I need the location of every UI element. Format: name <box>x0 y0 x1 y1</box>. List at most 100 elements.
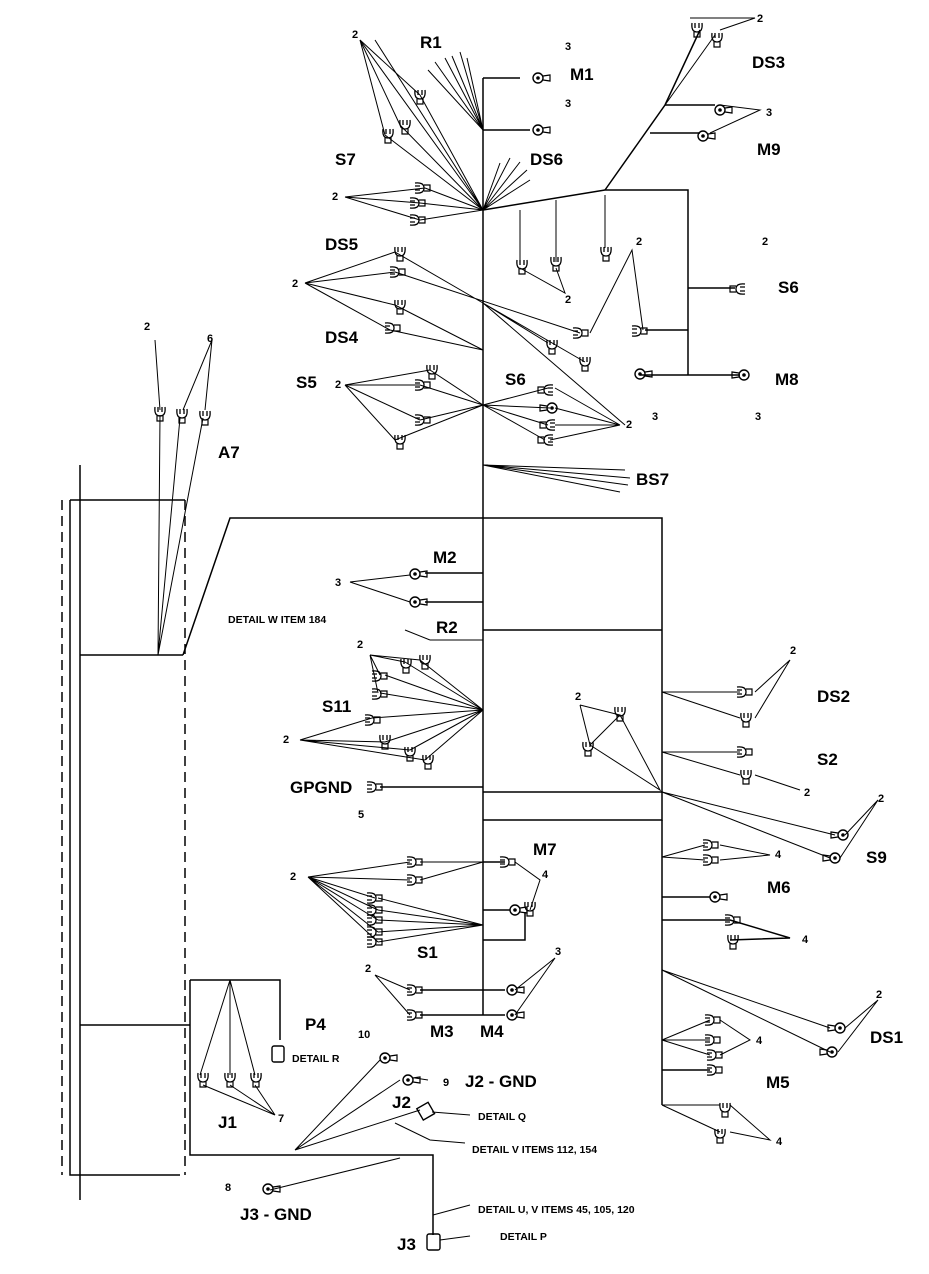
callout: 2 <box>144 321 150 333</box>
detail-labels: DETAIL W ITEM 184 DETAIL R DETAIL Q DETA… <box>228 614 635 1243</box>
ds2-s2-s9 <box>579 659 879 859</box>
m1-terminal-a <box>532 72 551 84</box>
callout-numbers: 2 3 3 2 3 2 2 2 2 2 2 2 3 3 2 6 3 2 2 5 … <box>144 13 884 1194</box>
j3-connector <box>426 1233 441 1251</box>
m6-group <box>661 820 791 1105</box>
label-s11: S11 <box>322 697 351 716</box>
detail-p: DETAIL P <box>500 1231 547 1243</box>
detail-q: DETAIL Q <box>478 1111 526 1123</box>
callout: 2 <box>365 963 371 975</box>
callout: 2 <box>626 419 632 431</box>
detail-w: DETAIL W ITEM 184 <box>228 614 326 626</box>
label-s6-mid: S6 <box>505 370 526 389</box>
callout: 2 <box>357 639 363 651</box>
s1-m7 <box>307 861 541 943</box>
callout: 4 <box>756 1035 763 1047</box>
s7-fan <box>344 39 531 221</box>
callout: 3 <box>335 577 341 589</box>
callout: 9 <box>443 1077 449 1089</box>
callout: 2 <box>762 236 768 248</box>
label-bs7: BS7 <box>636 470 669 489</box>
label-m5: M5 <box>766 1073 790 1092</box>
callout: 2 <box>335 379 341 391</box>
callout: 2 <box>292 278 298 290</box>
label-j3-gnd: J3 - GND <box>240 1205 312 1224</box>
ds3-m9-branch <box>604 17 762 191</box>
m2-r2 <box>349 572 483 641</box>
label-s7: S7 <box>335 150 356 169</box>
label-m9: M9 <box>757 140 781 159</box>
callout: 7 <box>278 1113 284 1125</box>
r1-fan <box>427 51 484 131</box>
label-m7: M7 <box>533 840 557 859</box>
callout: 2 <box>575 691 581 703</box>
callout: 2 <box>332 191 338 203</box>
label-ds4: DS4 <box>325 328 359 347</box>
label-gpgnd: GPGND <box>290 778 352 797</box>
callout: 6 <box>207 333 213 345</box>
p4-connector <box>271 1045 285 1063</box>
ds6-drops <box>519 195 606 295</box>
callout: 2 <box>757 13 763 25</box>
callout: 2 <box>876 989 882 1001</box>
callout: 8 <box>225 1182 231 1194</box>
label-a7: A7 <box>218 443 240 462</box>
callout: 4 <box>802 934 809 946</box>
detail-v: DETAIL V ITEMS 112, 154 <box>472 1144 597 1156</box>
callout: 2 <box>790 645 796 657</box>
callout: 2 <box>878 793 884 805</box>
callout: 3 <box>565 41 571 53</box>
label-ds3: DS3 <box>752 53 785 72</box>
detail-r: DETAIL R <box>292 1053 340 1065</box>
label-m2: M2 <box>433 548 457 567</box>
label-s6-top: S6 <box>778 278 799 297</box>
callout: 2 <box>352 29 358 41</box>
callout: 4 <box>542 869 549 881</box>
label-s1: S1 <box>417 943 438 962</box>
callout: 5 <box>358 809 364 821</box>
detail-u: DETAIL U, V ITEMS 45, 105, 120 <box>478 1204 635 1216</box>
callout: 3 <box>755 411 761 423</box>
ds5-ds4-fan <box>304 248 644 426</box>
m3-m4 <box>374 957 556 1016</box>
label-ds6: DS6 <box>530 150 563 169</box>
callout: 2 <box>290 871 296 883</box>
label-ds2: DS2 <box>817 687 850 706</box>
s5-s6-fan <box>344 369 621 441</box>
label-s5: S5 <box>296 373 317 392</box>
label-r2: R2 <box>436 618 458 637</box>
label-ds5: DS5 <box>325 235 358 254</box>
s11-fan <box>299 654 484 788</box>
label-ds1: DS1 <box>870 1028 903 1047</box>
main-trunk <box>482 77 740 1015</box>
component-labels: R1 M1 DS3 M9 S7 DS6 DS5 S6 DS4 S5 S6 M8 … <box>218 33 903 1254</box>
callout: 2 <box>804 787 810 799</box>
label-p4: P4 <box>305 1015 326 1034</box>
label-s9: S9 <box>866 848 887 867</box>
bs7-fan <box>482 464 631 493</box>
label-m4: M4 <box>480 1022 504 1041</box>
j2-group <box>269 1059 471 1241</box>
label-r1: R1 <box>420 33 442 52</box>
label-j2-gnd: J2 - GND <box>465 1072 537 1091</box>
label-m1: M1 <box>570 65 594 84</box>
callout: 10 <box>358 1029 370 1041</box>
ds1-m5 <box>661 969 879 1141</box>
j1-group <box>199 979 276 1116</box>
callout: 3 <box>565 98 571 110</box>
callout: 3 <box>652 411 658 423</box>
left-rails <box>61 465 434 1235</box>
callout: 3 <box>555 946 561 958</box>
callout: 4 <box>776 1136 783 1148</box>
callout: 2 <box>283 734 289 746</box>
callout: 2 <box>636 236 642 248</box>
label-m6: M6 <box>767 878 791 897</box>
label-m8: M8 <box>775 370 799 389</box>
callout: 4 <box>775 849 782 861</box>
callout: 3 <box>766 107 772 119</box>
callout: 2 <box>565 294 571 306</box>
label-j1: J1 <box>218 1113 237 1132</box>
label-j2: J2 <box>392 1093 411 1112</box>
label-s2: S2 <box>817 750 838 769</box>
